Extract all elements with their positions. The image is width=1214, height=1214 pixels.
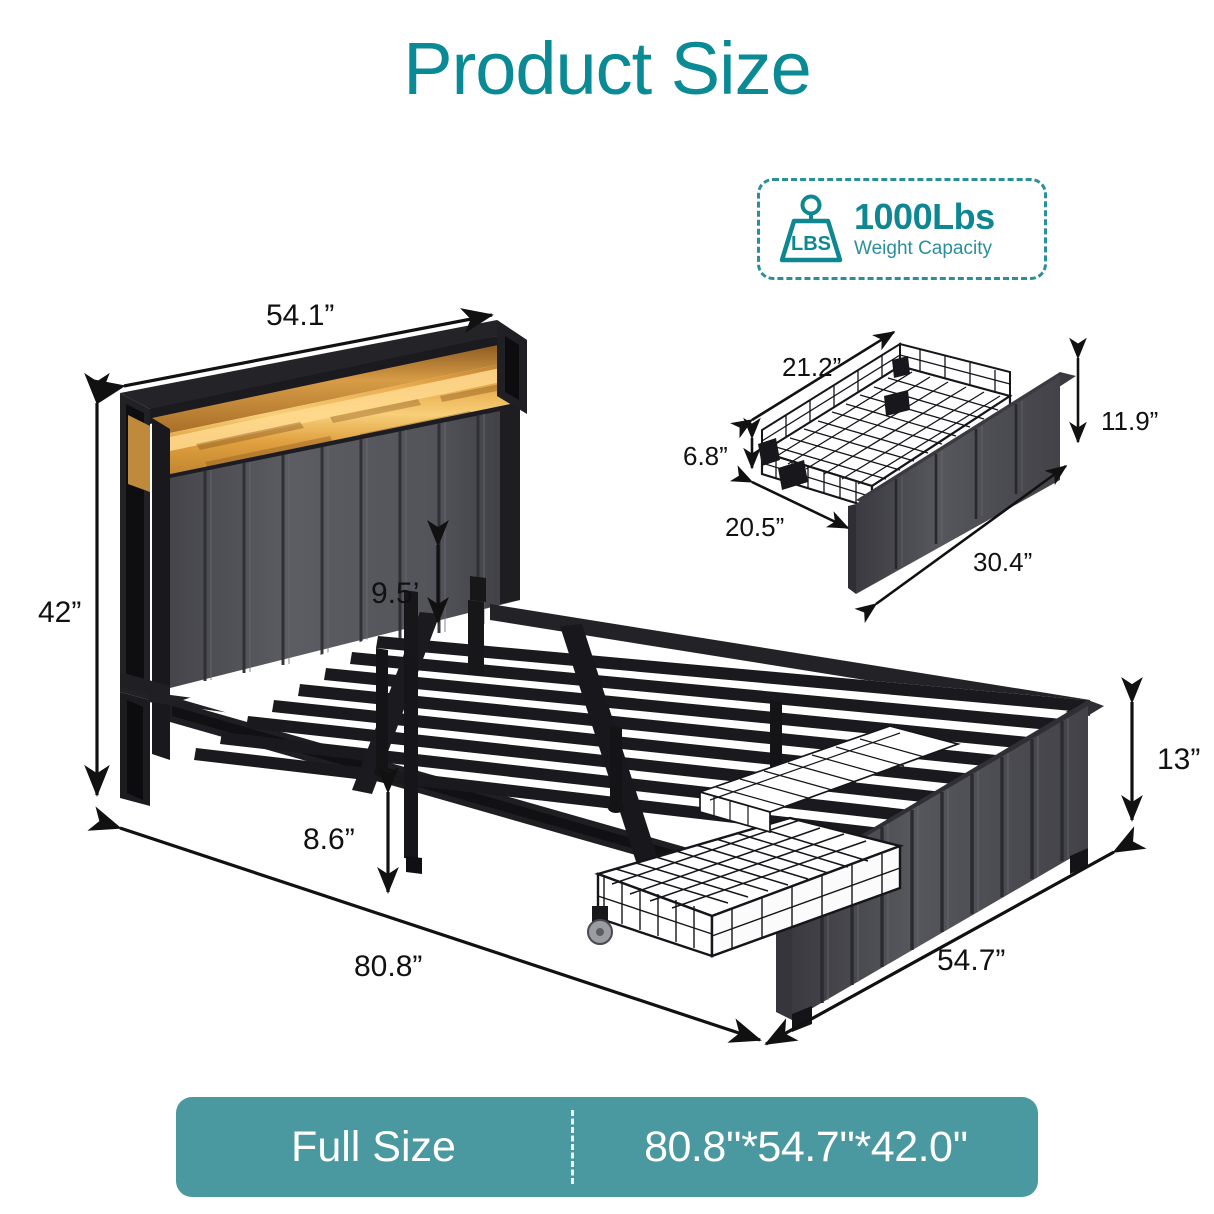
weight-capacity-value: 1000Lbs (854, 195, 995, 237)
size-summary-label: Full Size (291, 1122, 456, 1171)
banner-divider (571, 1110, 574, 1184)
size-summary-banner: Full Size 80.8''*54.7''*42.0'' (176, 1097, 1038, 1197)
dimension-label-headboard-width: 54.1” (266, 299, 335, 332)
dimension-label-overall-height: 42” (38, 596, 82, 629)
weight-lbs-icon: LBS (774, 192, 848, 266)
dimension-label-drawer-front-height: 11.9” (1101, 406, 1159, 436)
dimension-label-frame-height: 13” (1157, 743, 1201, 776)
page-title: Product Size (403, 27, 812, 110)
svg-text:LBS: LBS (791, 233, 831, 255)
bed-illustration (84, 308, 1147, 1046)
dimension-label-drawer-front-width: 30.4” (973, 547, 1033, 577)
dimension-label-leg-clearance: 8.6” (303, 823, 355, 856)
dimension-label-headboard-clearance: 9.5’ (371, 577, 420, 610)
size-summary-value: 80.8''*54.7''*42.0'' (644, 1122, 968, 1171)
weight-capacity-caption: Weight Capacity (854, 237, 992, 259)
dimension-label-drawer-inner-width: 20.5” (725, 512, 785, 542)
dimension-label-overall-width: 54.7” (937, 944, 1006, 977)
weight-capacity-badge: LBS 1000Lbs Weight Capacity (757, 178, 1047, 280)
dimension-label-overall-length: 80.8” (354, 950, 423, 983)
dimension-label-drawer-inner-length: 21.2” (782, 352, 842, 382)
dimension-label-drawer-inner-height: 6.8” (683, 441, 728, 471)
